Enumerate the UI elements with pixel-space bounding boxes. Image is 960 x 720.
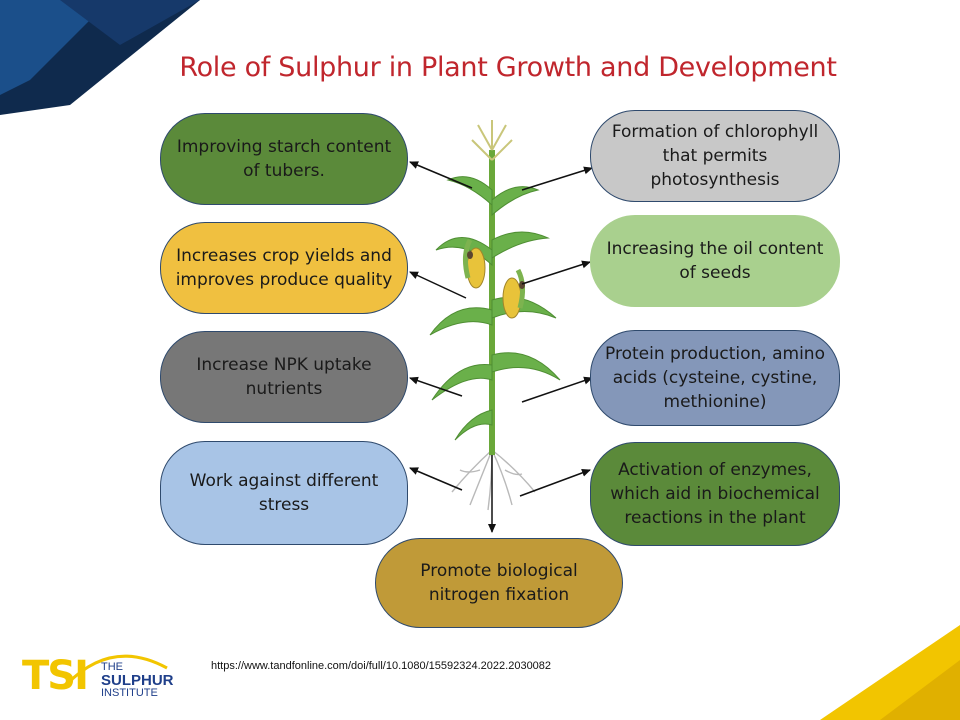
node-oil-content-text: Increasing the oil content of seeds xyxy=(606,239,824,283)
arrow-to-enzymes xyxy=(519,469,591,497)
node-chlorophyll-text: Formation of chlorophyll that permits ph… xyxy=(611,122,819,190)
node-crop-yields: Increases crop yields and improves produ… xyxy=(160,222,408,314)
arrow-to-chlorophyll xyxy=(521,166,593,191)
node-nitrogen-fixation-text: Promote biological nitrogen fixation xyxy=(420,561,578,605)
node-protein-production: Protein production, amino acids (cystein… xyxy=(590,330,840,426)
node-npk-uptake: Increase NPK uptake nutrients xyxy=(160,331,408,423)
node-enzyme-activation-text: Activation of enzymes, which aid in bioc… xyxy=(610,460,820,528)
logo-line-2: SULPHUR xyxy=(101,672,174,689)
corner-decoration-top-left xyxy=(0,0,200,115)
node-starch-content-text: Improving starch content of tubers. xyxy=(176,137,392,181)
node-oil-content: Increasing the oil content of seeds xyxy=(590,215,840,307)
node-chlorophyll: Formation of chlorophyll that permits ph… xyxy=(590,110,840,202)
node-enzyme-activation: Activation of enzymes, which aid in bioc… xyxy=(590,442,840,546)
tsi-logo: TSI THE SULPHUR INSTITUTE xyxy=(22,646,182,706)
arrow-to-oil xyxy=(521,260,591,285)
node-nitrogen-fixation: Promote biological nitrogen fixation xyxy=(375,538,623,628)
arrow-to-npk xyxy=(409,376,463,397)
logo-arc-icon xyxy=(65,654,168,686)
node-crop-yields-text: Increases crop yields and improves produ… xyxy=(175,246,393,290)
node-starch-content: Improving starch content of tubers. xyxy=(160,113,408,205)
source-url: https://www.tandfonline.com/doi/full/10.… xyxy=(211,660,552,672)
logo-line-3: INSTITUTE xyxy=(101,687,158,699)
arrow-to-yields xyxy=(409,271,467,299)
logo-wordmark: THE SULPHUR INSTITUTE xyxy=(101,662,174,699)
arrow-to-starch xyxy=(409,161,473,189)
node-npk-uptake-text: Increase NPK uptake nutrients xyxy=(196,355,372,399)
arrow-to-protein xyxy=(521,376,593,403)
page-title: Role of Sulphur in Plant Growth and Deve… xyxy=(179,52,837,83)
node-protein-production-text: Protein production, amino acids (cystein… xyxy=(605,344,825,412)
node-stress-text: Work against different stress xyxy=(189,471,379,515)
node-stress: Work against different stress xyxy=(160,441,408,545)
logo-line-1: THE xyxy=(101,661,123,673)
corner-decoration-bottom-right xyxy=(820,625,960,720)
arrow-to-stress xyxy=(409,467,463,491)
logo-abbreviation: TSI xyxy=(22,653,89,699)
